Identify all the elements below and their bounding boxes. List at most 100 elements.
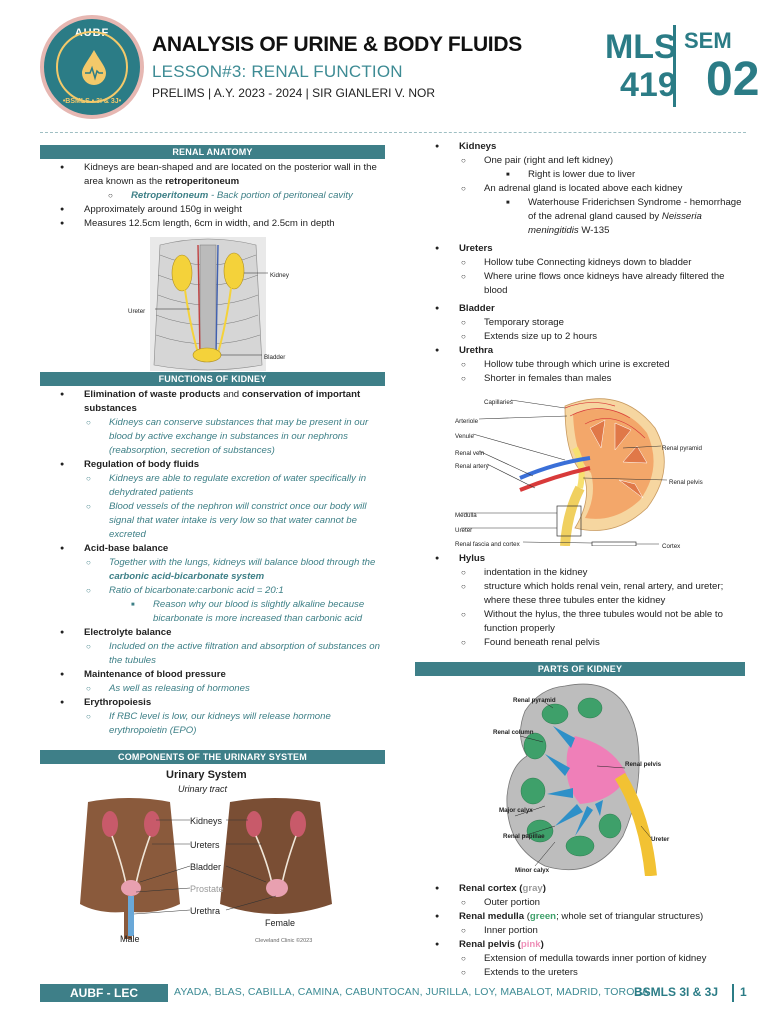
list-item: If RBC level is low, our kidneys will re… <box>84 710 385 738</box>
sub-list: Together with the lungs, kidneys will ba… <box>84 556 385 626</box>
list-item: Renal pelvis (pink) Extension of medulla… <box>415 938 745 980</box>
list-item: One pair (right and left kidney) Right i… <box>459 154 745 182</box>
drop-icon <box>82 50 106 85</box>
sub-list: Included on the active filtration and ab… <box>84 640 385 668</box>
note: ; whole set of triangular structures) <box>556 911 704 922</box>
organism-name: Neisseria meningitidis <box>528 211 702 236</box>
organ-title: Bladder <box>459 303 495 314</box>
sub-list: Kidneys are able to regulate excretion o… <box>84 472 385 542</box>
anatomy-figure: Kidney Ureter Bladder <box>40 235 385 375</box>
footer-course: AUBF - LEC <box>40 984 168 1002</box>
function-title: Acid-base balance <box>84 543 169 554</box>
label-renal-column: Renal column <box>493 729 534 736</box>
label-renal-fascia: Renal fascia and cortex <box>455 541 520 548</box>
list-item: Included on the active filtration and ab… <box>84 640 385 668</box>
section-heading-parts: PARTS OF KIDNEY <box>415 662 745 676</box>
figure-title: Urinary System <box>166 769 247 781</box>
section-heading-renal-anatomy: RENAL ANATOMY <box>40 145 385 159</box>
sub-list: Temporary storage Extends size up to 2 h… <box>459 316 745 344</box>
sub-sub-list: Waterhouse Friderichsen Syndrome - hemor… <box>506 196 745 238</box>
posterior-anatomy-illustration <box>150 237 268 371</box>
header-divider <box>673 25 676 107</box>
organ-title: Ureters <box>459 243 493 254</box>
label-ureters: Ureters <box>190 840 220 850</box>
course-info: PRELIMS | A.Y. 2023 - 2024 | SIR GIANLER… <box>152 86 436 100</box>
parts-of-kidney-figure: Renal pyramid Renal column Renal pelvis … <box>415 676 745 876</box>
list-item: Maintenance of blood pressure As well as… <box>40 668 385 696</box>
list-item: Kidneys can conserve substances that may… <box>84 416 385 458</box>
document-title: ANALYSIS OF URINE & BODY FLUIDS <box>152 33 522 56</box>
text: Together with the lungs, kidneys will ba… <box>109 557 376 568</box>
list-item: Ratio of bicarbonate:carbonic acid = 20:… <box>84 584 385 626</box>
semester-label: SEM <box>684 28 732 53</box>
list-item: Approximately around 150g in weight <box>40 203 385 217</box>
sub-list: Inner portion <box>459 924 745 938</box>
list-item: Right is lower due to liver <box>506 168 745 182</box>
list-item: Elimination of waste products and conser… <box>40 388 385 458</box>
sub-list: One pair (right and left kidney) Right i… <box>459 154 745 238</box>
paren-open: ( <box>517 939 521 950</box>
list-item: An adrenal gland is located above each k… <box>459 182 745 238</box>
label-male: Male <box>120 934 140 944</box>
label-renal-pyramid: Renal pyramid <box>513 697 556 704</box>
urinary-organs-list: Kidneys One pair (right and left kidney)… <box>415 140 745 386</box>
label-ureter: Ureter <box>128 308 146 315</box>
kidney-cross-section-figure: Capillaries Arteriole Venule Renal vein … <box>415 388 745 550</box>
list-item: Regulation of body fluids Kidneys are ab… <box>40 458 385 542</box>
list-item: Kidneys are able to regulate excretion o… <box>84 472 385 500</box>
function-title: Erythropoiesis <box>84 697 152 708</box>
list-item: Where urine flows once kidneys have alre… <box>459 270 745 298</box>
sub-sub-list: Reason why our blood is slightly alkalin… <box>131 598 385 626</box>
term: carbonic acid-bicarbonate system <box>109 571 265 582</box>
color-pink: pink <box>520 939 541 950</box>
label-bladder: Bladder <box>264 354 286 361</box>
list-item: Inner portion <box>459 924 745 938</box>
list-item: Kidneys are bean-shaped and are located … <box>40 161 385 203</box>
label-urethra: Urethra <box>190 906 221 916</box>
organ-title: Kidneys <box>459 141 497 152</box>
sub-list: As well as releasing of hormones <box>84 682 385 696</box>
label-female: Female <box>265 918 296 928</box>
logo-ring <box>56 31 128 103</box>
left-column: RENAL ANATOMY Kidneys are bean-shaped an… <box>40 145 385 949</box>
section-heading-functions: FUNCTIONS OF KIDNEY <box>40 372 385 386</box>
label-ureter: Ureter <box>651 836 670 843</box>
organ-title: Hylus <box>459 553 486 564</box>
parts-list: Renal cortex (gray) Outer portion Renal … <box>415 882 745 980</box>
parts-of-kidney-illustration <box>506 683 657 876</box>
label-cortex: Cortex <box>662 543 681 550</box>
label-renal-pyramid: Renal pyramid <box>662 445 702 452</box>
paren-open: ( <box>526 911 530 922</box>
page-footer: AUBF - LEC AYADA, BLAS, CABILLA, CAMINA,… <box>40 984 750 1002</box>
figure-subtitle: Urinary tract <box>178 784 228 794</box>
sub-list: Outer portion <box>459 896 745 910</box>
list-item: Bladder Temporary storage Extends size u… <box>415 302 745 344</box>
text: Waterhouse Friderichsen Syndrome - hemor… <box>528 197 742 222</box>
list-item: Extension of medulla towards inner porti… <box>459 952 745 966</box>
text: One pair (right and left kidney) <box>484 155 614 166</box>
course-code-mls: MLS <box>604 28 677 66</box>
functions-list: Elimination of waste products and conser… <box>40 388 385 738</box>
list-item: Together with the lungs, kidneys will ba… <box>84 556 385 584</box>
label-medulla: Medulla <box>455 512 477 519</box>
semester-number: 02 <box>706 53 760 106</box>
footer-authors: AYADA, BLAS, CABILLA, CAMINA, CABUNTOCAN… <box>174 986 649 998</box>
list-item: Acid-base balance Together with the lung… <box>40 542 385 626</box>
logo-subtitle: •BSMLS • 3I & 3J• <box>62 98 122 105</box>
list-item: Without the hylus, the three tubules wou… <box>459 608 745 636</box>
label-renal-pelvis: Renal pelvis <box>669 479 703 486</box>
footer-section: BSMLS 3I & 3J <box>634 985 719 999</box>
list-item: Hylus indentation in the kidney structur… <box>415 552 745 650</box>
urinary-system-figure: Urinary System Urinary tract Kid <box>40 764 385 949</box>
course-code-number: 419 <box>620 66 677 104</box>
text: W-135 <box>578 225 610 236</box>
aubf-logo: AUBF •BSMLS • 3I & 3J• <box>40 15 144 119</box>
right-column: Kidneys One pair (right and left kidney)… <box>415 140 745 980</box>
list-item: Blood vessels of the nephron will constr… <box>84 500 385 542</box>
list-item: Erythropoiesis If RBC level is low, our … <box>40 696 385 738</box>
label-ureter: Ureter <box>455 527 473 534</box>
sub-list: indentation in the kidney structure whic… <box>459 566 745 650</box>
sub-list: If RBC level is low, our kidneys will re… <box>84 710 385 738</box>
page-number: 1 <box>740 985 747 999</box>
conjunction: and <box>220 389 242 400</box>
